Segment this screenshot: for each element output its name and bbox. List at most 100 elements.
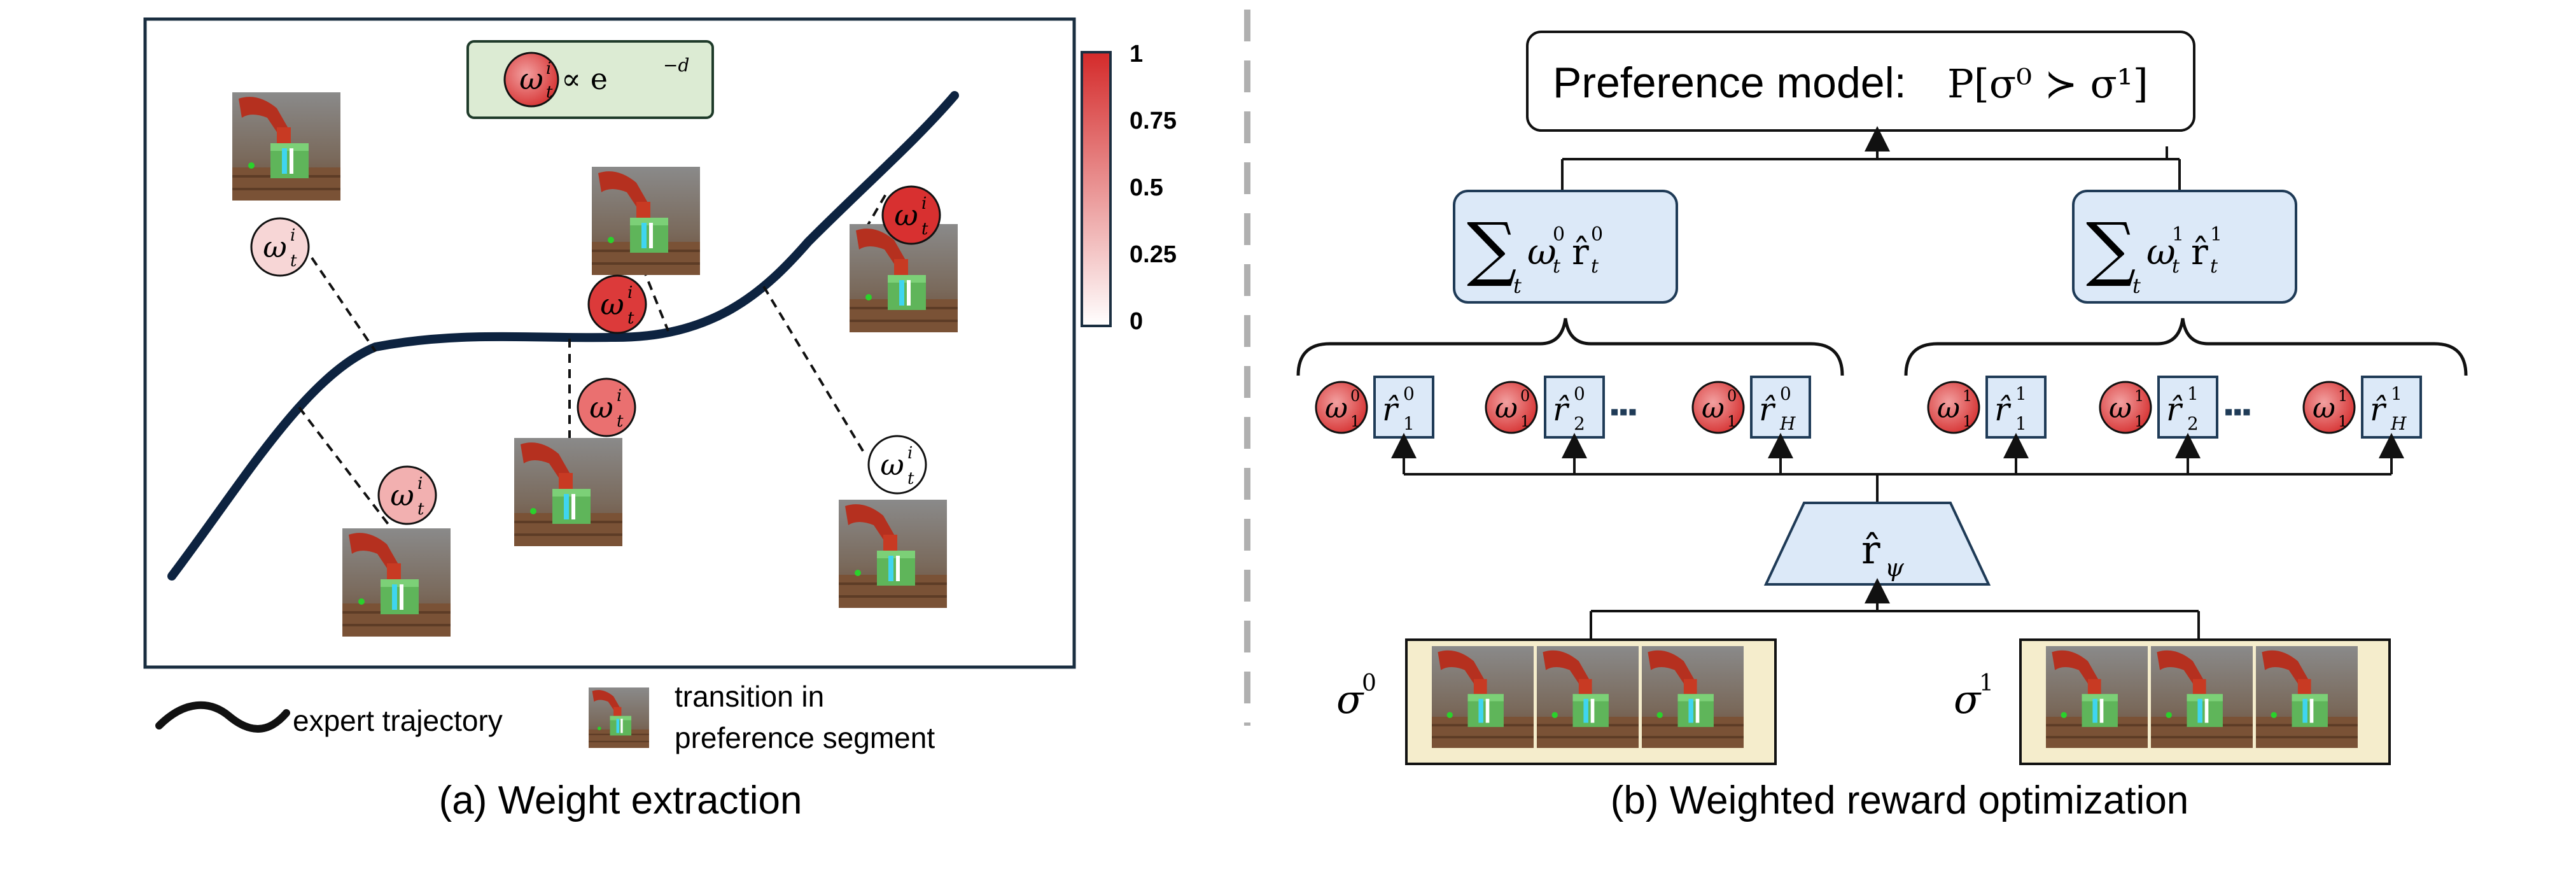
colorbar bbox=[1081, 51, 1112, 327]
svg-text:ω: ω bbox=[2313, 392, 2335, 425]
svg-text:ω: ω bbox=[263, 230, 287, 264]
weight-ball: ω t i bbox=[577, 377, 636, 437]
reward-distribution-lines bbox=[1391, 433, 2404, 503]
svg-text:1: 1 bbox=[1350, 412, 1360, 430]
svg-text:t: t bbox=[627, 309, 634, 328]
svg-text:1: 1 bbox=[1963, 387, 1972, 405]
svg-text:0: 0 bbox=[1727, 387, 1737, 405]
svg-text:1: 1 bbox=[1403, 413, 1415, 434]
weight-ball: ω t i bbox=[881, 185, 941, 245]
segment-input-lines bbox=[1590, 578, 2200, 640]
segment-frame bbox=[1642, 646, 1744, 748]
legend-transition-label-2: preference segment bbox=[675, 721, 935, 754]
svg-text:i: i bbox=[617, 386, 622, 405]
preference-model-label: Preference model: bbox=[1553, 59, 1907, 107]
legend-trajectory-swatch bbox=[155, 701, 290, 733]
svg-text:H: H bbox=[2390, 413, 2407, 434]
svg-text:1: 1 bbox=[1520, 412, 1530, 430]
svg-text:t: t bbox=[907, 469, 914, 488]
svg-text:0: 0 bbox=[1403, 383, 1415, 404]
sigma-1-label: σ bbox=[1954, 676, 1982, 722]
svg-text:ω: ω bbox=[390, 478, 414, 512]
svg-text:0: 0 bbox=[1780, 383, 1791, 404]
transition-thumbnail bbox=[342, 528, 451, 637]
weight-ball: ω t i bbox=[250, 217, 310, 277]
svg-text:t: t bbox=[2172, 255, 2180, 278]
svg-text:0: 0 bbox=[1591, 223, 1603, 246]
svg-text:∑: ∑ bbox=[1467, 208, 1517, 289]
svg-text:1: 1 bbox=[2134, 412, 2144, 430]
svg-text:r̂: r̂ bbox=[2370, 391, 2387, 428]
svg-text:ω: ω bbox=[1325, 392, 1348, 425]
colorbar-tick-label: 0.25 bbox=[1130, 241, 1177, 268]
svg-text:t: t bbox=[1513, 274, 1522, 298]
formula-omega: ω bbox=[519, 62, 543, 96]
colorbar-ticks: 1 0.75 0.5 0.25 0 bbox=[1130, 41, 1177, 335]
svg-text:t: t bbox=[1591, 255, 1599, 278]
colorbar-tick-label: 0 bbox=[1130, 308, 1143, 335]
svg-text:ω: ω bbox=[600, 287, 624, 321]
segment-frame bbox=[2256, 646, 2358, 748]
svg-text:t: t bbox=[1553, 255, 1561, 278]
segment-frame bbox=[1537, 646, 1639, 748]
svg-text:t: t bbox=[290, 251, 297, 271]
svg-text:r̂: r̂ bbox=[1553, 391, 1570, 428]
formula-omega-sup: i bbox=[546, 59, 551, 78]
svg-text:i: i bbox=[290, 226, 295, 245]
svg-text:r̂: r̂ bbox=[1382, 391, 1399, 428]
svg-text:0: 0 bbox=[1520, 387, 1530, 405]
sigma-0-label: σ bbox=[1336, 676, 1364, 722]
svg-text:t: t bbox=[617, 412, 624, 431]
weight-reward-row-0: ω 0 1 r̂ 0 1 ω 0 1 r̂ 0 2 ▪▪▪ ω 0 1 r̂ 0… bbox=[1315, 376, 1811, 439]
transition-thumbnail bbox=[592, 167, 700, 275]
svg-text:ω: ω bbox=[880, 448, 904, 482]
sigma-0-sup: 0 bbox=[1362, 670, 1376, 696]
weighted-sum-box-1 bbox=[2072, 190, 2297, 304]
sigma-1-sup: 1 bbox=[1979, 670, 1994, 696]
svg-text:1: 1 bbox=[2338, 412, 2348, 430]
caption-b: (b) Weighted reward optimization bbox=[1611, 779, 2189, 822]
svg-text:1: 1 bbox=[2015, 383, 2027, 404]
svg-text:r̂: r̂ bbox=[2191, 232, 2208, 273]
svg-text:0: 0 bbox=[1350, 387, 1360, 405]
svg-text:i: i bbox=[627, 283, 633, 302]
formula-omega-sub: t bbox=[546, 83, 553, 102]
formula-weight-ball bbox=[503, 52, 559, 108]
legend-transition-label-1: transition in bbox=[675, 680, 824, 713]
colorbar-tick-label: 0.5 bbox=[1130, 174, 1163, 201]
legend-transition-swatch bbox=[589, 687, 649, 748]
svg-text:r̂: r̂ bbox=[2166, 391, 2183, 428]
svg-text:1: 1 bbox=[2134, 387, 2144, 405]
weight-reward-row-1: ω 1 1 r̂ 1 1 ω 1 1 r̂ 1 2 ▪▪▪ ω 1 1 r̂ 1… bbox=[1927, 376, 2422, 439]
svg-text:H: H bbox=[1779, 413, 1796, 434]
svg-text:2: 2 bbox=[2187, 413, 2199, 434]
transition-thumbnail bbox=[514, 438, 622, 546]
svg-text:1: 1 bbox=[2187, 383, 2199, 404]
svg-text:t: t bbox=[2210, 255, 2218, 278]
svg-text:0: 0 bbox=[1574, 383, 1585, 404]
svg-text:1: 1 bbox=[2015, 413, 2027, 434]
svg-text:r̂: r̂ bbox=[1572, 232, 1589, 273]
caption-a: (a) Weight extraction bbox=[439, 779, 802, 822]
svg-text:1: 1 bbox=[2210, 223, 2222, 246]
svg-text:ω: ω bbox=[894, 198, 918, 232]
svg-text:ω: ω bbox=[1495, 392, 1518, 425]
svg-text:t: t bbox=[2132, 274, 2141, 298]
transition-thumbnail bbox=[232, 92, 340, 201]
svg-text:1: 1 bbox=[2391, 383, 2402, 404]
brace-0 bbox=[1296, 318, 1844, 376]
svg-text:r̂: r̂ bbox=[1759, 391, 1776, 428]
weighted-sum-box-0 bbox=[1453, 190, 1678, 304]
svg-text:2: 2 bbox=[1574, 413, 1585, 434]
weight-ball: ω t i bbox=[587, 274, 647, 334]
svg-text:1: 1 bbox=[1963, 412, 1972, 430]
legend-expert-label: expert trajectory bbox=[293, 704, 503, 737]
svg-text:ω: ω bbox=[2109, 392, 2132, 425]
preference-model-math: P[σ⁰ ≻ σ¹] bbox=[1947, 60, 2148, 107]
svg-text:r̂: r̂ bbox=[1994, 391, 2012, 428]
segment-frame bbox=[2151, 646, 2253, 748]
expert-trajectory-curve bbox=[167, 91, 959, 581]
svg-text:ω: ω bbox=[1937, 392, 1960, 425]
svg-text:i: i bbox=[907, 444, 913, 463]
